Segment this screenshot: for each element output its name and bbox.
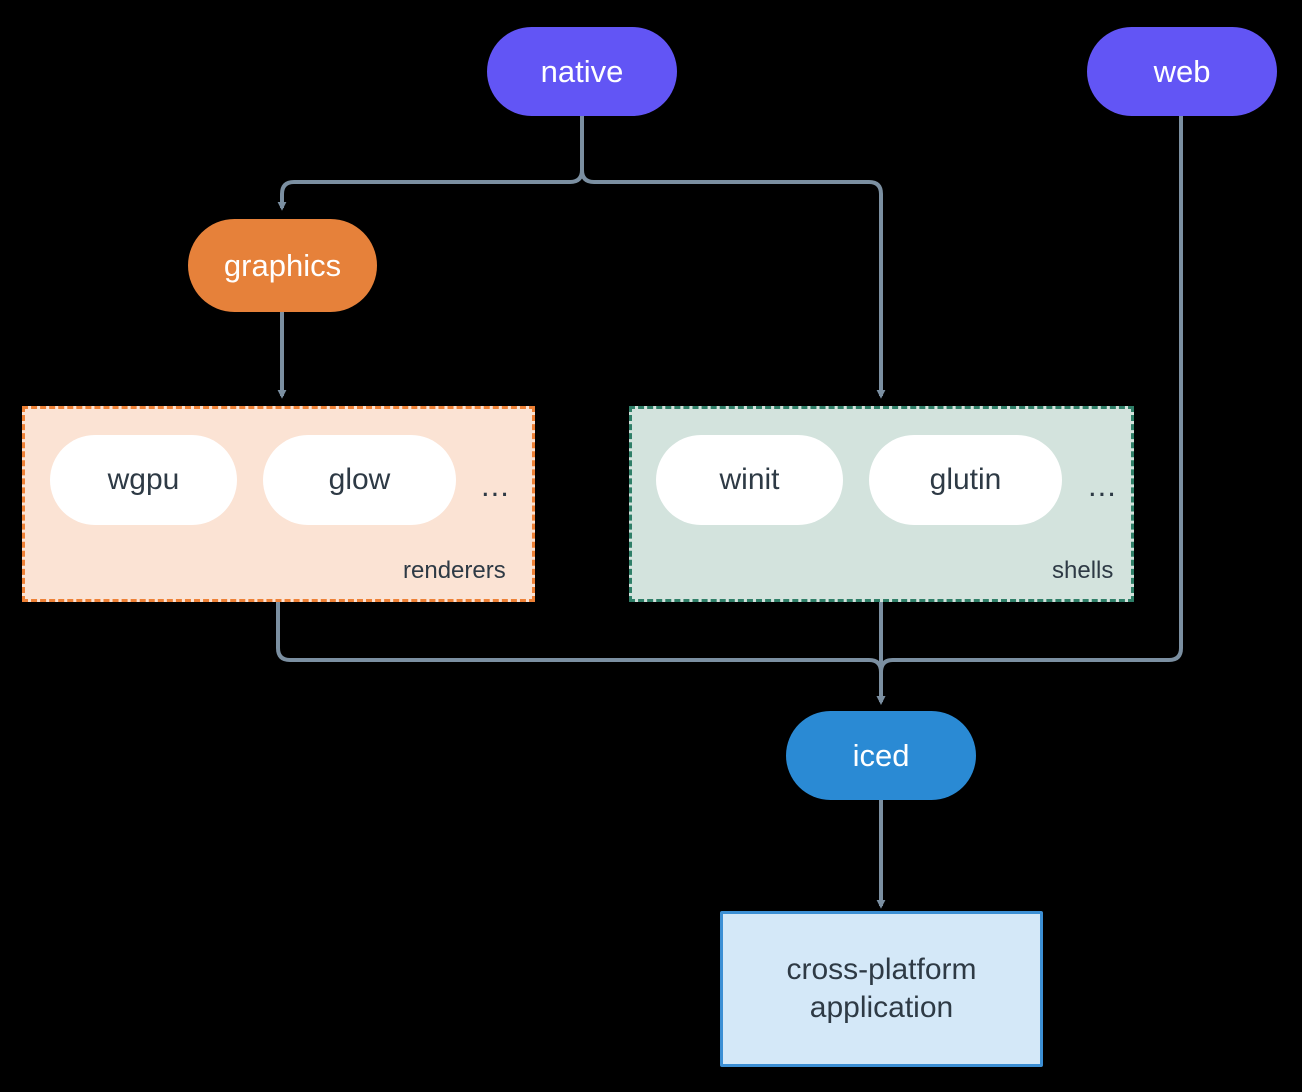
app-label-line-2: application xyxy=(809,991,954,1024)
node-web-label: web xyxy=(1153,53,1211,89)
edge-web-iced xyxy=(876,116,1183,705)
node-web[interactable]: web xyxy=(1087,27,1277,116)
node-glutin[interactable]: glutin xyxy=(869,435,1062,525)
node-native[interactable]: native xyxy=(487,27,677,116)
cluster-shells-label: shells xyxy=(1052,557,1114,584)
node-iced-label: iced xyxy=(852,737,910,773)
node-graphics-label: graphics xyxy=(223,247,342,283)
node-glow[interactable]: glow xyxy=(263,435,456,525)
node-glutin-label: glutin xyxy=(929,462,1002,496)
node-native-label: native xyxy=(540,53,624,89)
app-label-line-1: cross-platform xyxy=(786,952,977,986)
edge-native-shells xyxy=(580,116,886,399)
node-glow-label: glow xyxy=(328,462,391,496)
renderers-ellipsis: ... xyxy=(481,468,510,503)
node-winit[interactable]: winit xyxy=(656,435,843,525)
node-winit-label: winit xyxy=(719,462,780,496)
node-cross-platform-application[interactable]: cross-platform application xyxy=(720,911,1043,1067)
cluster-renderers-label: renderers xyxy=(403,557,506,584)
node-wgpu-label: wgpu xyxy=(107,462,180,496)
node-iced[interactable]: iced xyxy=(786,711,976,800)
node-wgpu[interactable]: wgpu xyxy=(50,435,237,525)
node-graphics[interactable]: graphics xyxy=(188,219,377,312)
edge-native-graphics xyxy=(277,116,584,211)
shells-ellipsis: ... xyxy=(1088,468,1117,503)
edge-renderers-iced xyxy=(276,602,886,705)
